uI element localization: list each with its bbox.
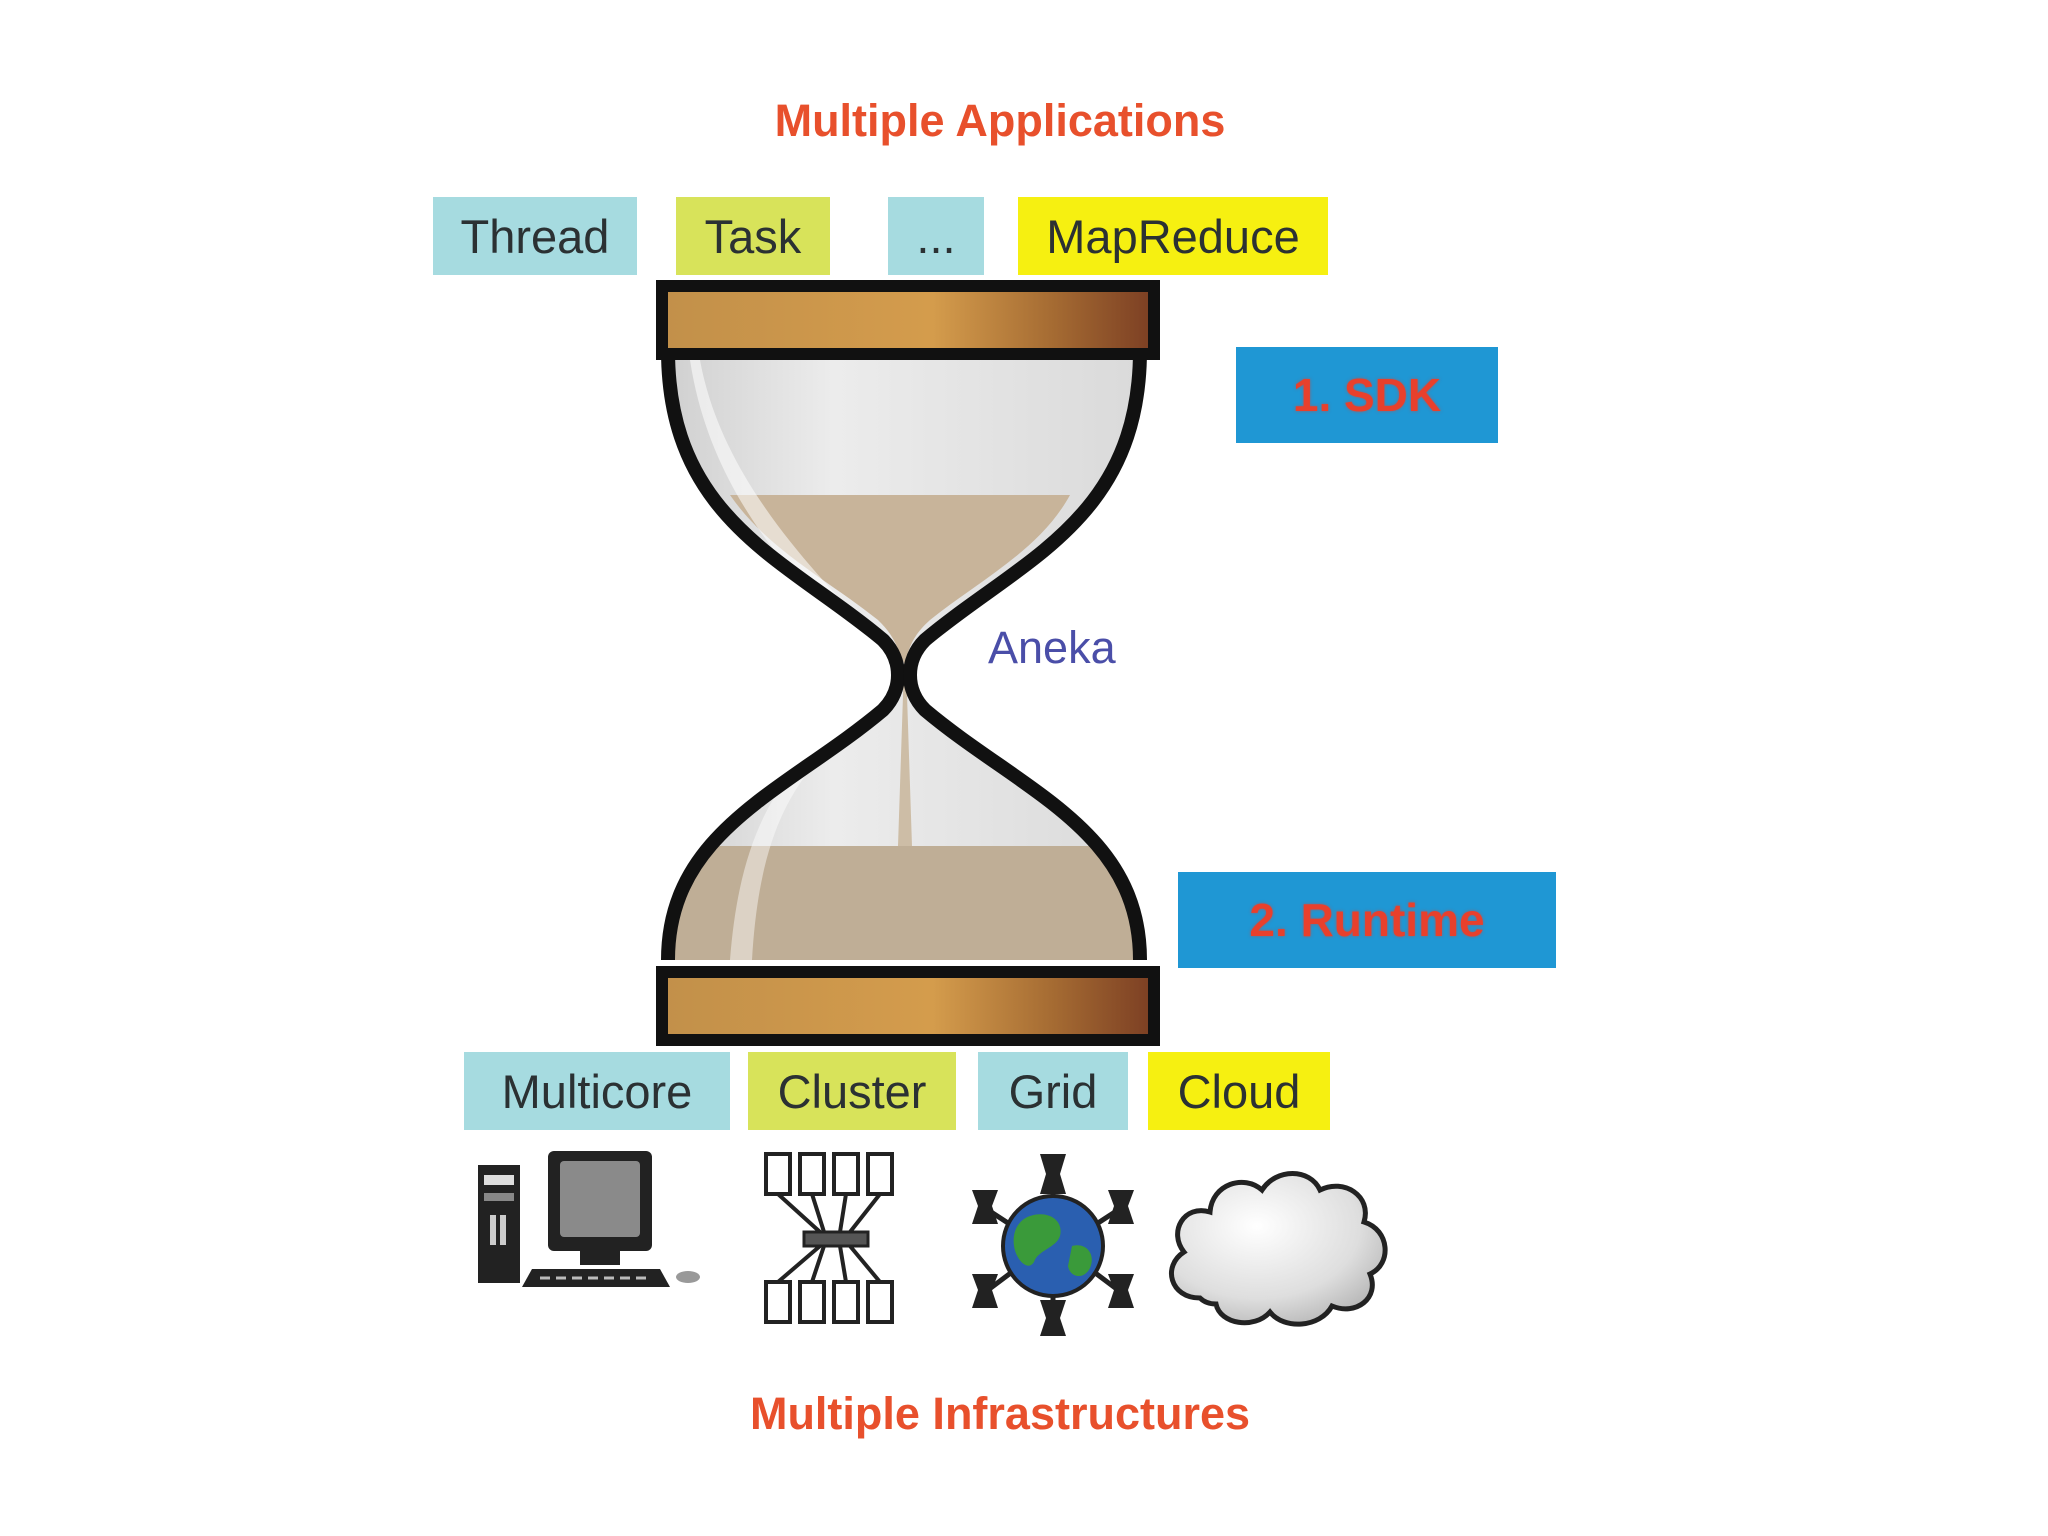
- desktop-computer-icon: [470, 1145, 710, 1290]
- aneka-label: Aneka: [988, 622, 1116, 674]
- cloud-icon: [1160, 1148, 1400, 1338]
- cluster-network-icon: [760, 1150, 920, 1330]
- infra-box-cluster: Cluster: [748, 1052, 956, 1130]
- sdk-layer-box: 1. SDK: [1236, 347, 1498, 443]
- infra-box-grid: Grid: [978, 1052, 1128, 1130]
- infra-box-multicore: Multicore: [464, 1052, 730, 1130]
- globe-grid-icon: [968, 1150, 1138, 1340]
- infra-box-cloud: Cloud: [1148, 1052, 1330, 1130]
- runtime-layer-box: 2. Runtime: [1178, 872, 1556, 968]
